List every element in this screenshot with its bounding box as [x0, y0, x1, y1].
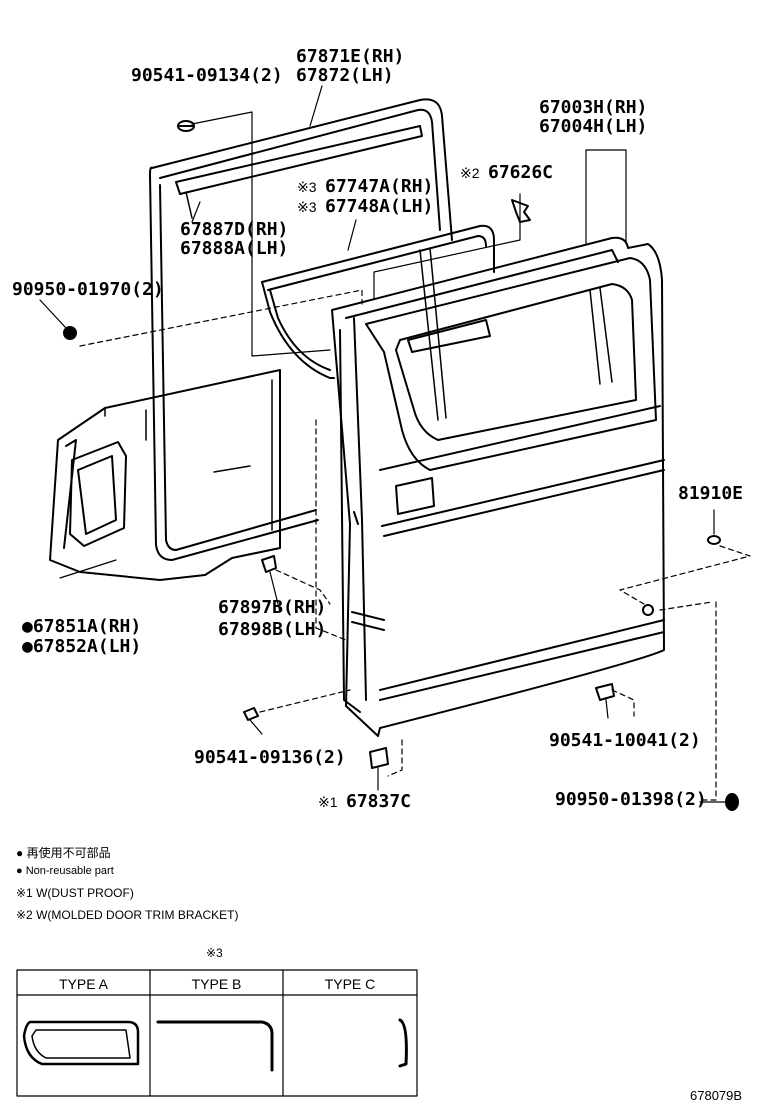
label-67004H: 67004H(LH) — [539, 116, 648, 137]
types-mark: ※3 — [206, 946, 223, 960]
label-67837C: 67837C — [346, 791, 412, 812]
label-67872: 67872(LH) — [296, 65, 394, 86]
trim-bracket — [511, 199, 531, 223]
label-67626C: 67626C — [488, 162, 554, 183]
label-67888A: 67888A(LH) — [180, 238, 289, 259]
clip-90541-09136 — [243, 707, 259, 721]
door-panel — [331, 236, 665, 737]
types-table — [16, 969, 418, 1097]
nut-90950-01398 — [725, 793, 739, 811]
cushion-90541-10041 — [595, 683, 615, 701]
label-67748A: 67748A(LH) — [325, 196, 434, 217]
dashed-lines — [79, 289, 751, 801]
label-67887D: 67887D(RH) — [180, 219, 289, 240]
label-67871E: 67871E(RH) — [296, 46, 405, 67]
mark-67748A: ※3 — [297, 199, 317, 215]
note-nonreusable-jp: ● 再使用不可部品 — [16, 846, 111, 860]
clip-90950-01970 — [63, 326, 77, 340]
label-90950-01970: 90950-01970(2) — [12, 279, 164, 300]
label-81910E: 81910E — [678, 483, 744, 504]
note-2: ※2 W(MOLDED DOOR TRIM BRACKET) — [16, 908, 239, 922]
door-trim-board — [49, 369, 281, 581]
leader-lines — [39, 85, 727, 803]
plug-81910E — [707, 535, 721, 545]
mark-67626C: ※2 — [460, 165, 480, 181]
label-67747A: 67747A(RH) — [325, 176, 434, 197]
type-a-header: TYPE A — [58, 976, 109, 992]
clip-67837C — [369, 747, 389, 769]
type-b-sample — [156, 1020, 274, 1072]
label-90541-09134: 90541-09134(2) — [131, 65, 283, 86]
door-weatherstrip — [149, 98, 453, 561]
mark-67747A: ※3 — [297, 179, 317, 195]
type-c-sample — [398, 1018, 408, 1068]
diagram-id: 678079B — [690, 1088, 743, 1103]
glass-run-molding — [261, 224, 495, 421]
label-90950-01398: 90950-01398(2) — [555, 789, 707, 810]
type-a-sample — [22, 1020, 140, 1066]
clip-90541-09134 — [177, 120, 195, 132]
note-nonreusable-en: ● Non-reusable part — [16, 865, 114, 877]
label-90541-10041: 90541-10041(2) — [549, 730, 701, 751]
label-67897B: 67897B(RH) — [218, 597, 327, 618]
window-frame-molding — [175, 125, 423, 219]
type-b-header: TYPE B — [191, 976, 242, 992]
mark-67837C: ※1 — [318, 794, 338, 810]
note-1: ※1 W(DUST PROOF) — [16, 886, 134, 900]
label-90541-09136: 90541-09136(2) — [194, 747, 346, 768]
label-67851A: ●67851A(RH) — [22, 616, 142, 637]
clip-67897B — [261, 555, 277, 573]
type-c-header: TYPE C — [324, 976, 376, 992]
label-67898B: 67898B(LH) — [218, 619, 327, 640]
label-67852A: ●67852A(LH) — [22, 636, 142, 657]
label-67003H: 67003H(RH) — [539, 97, 648, 118]
